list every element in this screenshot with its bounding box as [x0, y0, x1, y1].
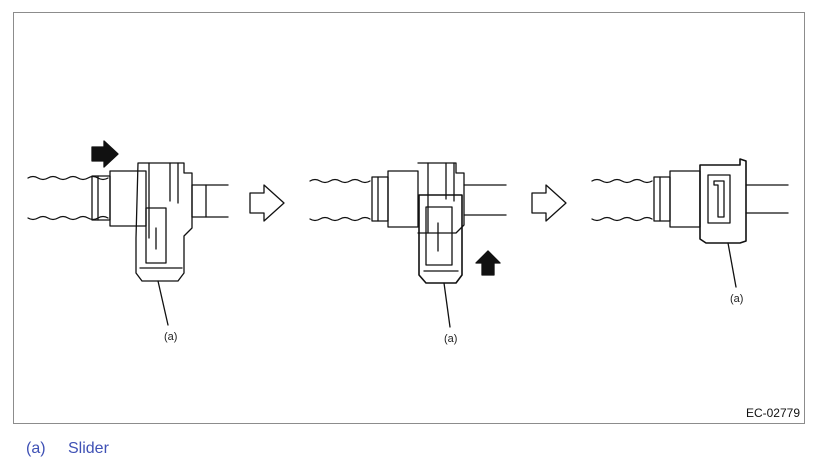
hollow-right-arrow-icon — [249, 184, 285, 222]
solid-up-arrow-icon — [475, 250, 501, 276]
callout-label-step-3: (a) — [730, 293, 743, 305]
step-2-connector — [309, 162, 507, 328]
callout-label-step-1: (a) — [164, 331, 177, 343]
step-3-connector — [591, 158, 789, 288]
solid-right-arrow-icon — [91, 140, 119, 168]
legend: (a) Slider — [26, 440, 109, 458]
legend-ref: (a) — [26, 440, 46, 457]
callout-label-step-2: (a) — [444, 333, 457, 345]
figure-code: EC-02779 — [745, 406, 800, 420]
figure-frame: (a) (a) (a) EC-02779 — [13, 12, 805, 424]
connector-disconnection-illustration: (a) (a) (a) — [27, 140, 789, 345]
step-1-connector — [27, 162, 229, 326]
legend-text: Slider — [68, 440, 109, 457]
hollow-right-arrow-icon — [531, 184, 567, 222]
